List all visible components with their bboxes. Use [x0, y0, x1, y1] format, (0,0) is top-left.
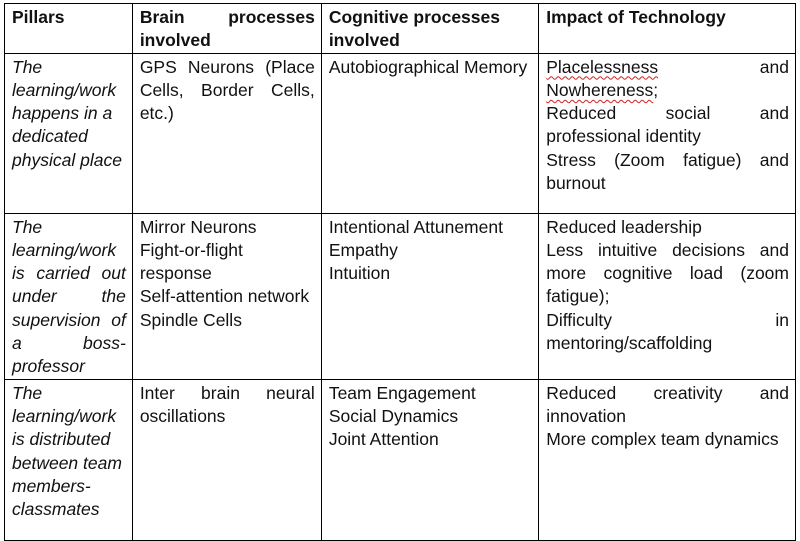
cognitive-item: Team Engagement — [328, 382, 476, 403]
brain-item: Mirror Neurons — [139, 216, 257, 237]
header-brain-processes: Brain processes involved — [131, 3, 322, 54]
cognitive-item: Joint Attention — [328, 429, 439, 450]
impact-cell: Reduced leadership Less intuitive decisi… — [538, 212, 796, 380]
impact-cell: Reduced creativity and innovation More c… — [538, 378, 796, 541]
cognitive-item: Empathy — [328, 239, 398, 260]
brain-cell: Mirror Neurons Fight-or-flight response … — [131, 212, 322, 380]
impact-term-nowhereness: Nowhereness — [546, 79, 654, 100]
brain-item: Inter brain neural oscillations — [139, 382, 315, 426]
cognitive-item: Social Dynamics — [328, 405, 459, 426]
impact-line: Placelessness and — [546, 56, 789, 79]
impact-line: Nowhereness; — [546, 79, 789, 102]
cognitive-item: Intentional Attunement — [328, 216, 503, 237]
cognitive-cell: Intentional Attunement Empathy Intuition — [320, 212, 540, 380]
impact-item: Reduced social and professional identity — [546, 103, 789, 147]
brain-item: Spindle Cells — [139, 309, 242, 330]
pillar-cell: The learning/work happens in a dedicated… — [4, 52, 133, 214]
brain-item: Self-attention network — [139, 286, 310, 307]
pillar-cell: The learning/work is carried out under t… — [4, 212, 133, 380]
impact-punctuation: ; — [653, 79, 659, 100]
impact-cell: Placelessness and Nowhereness; Reduced s… — [538, 52, 796, 214]
impact-conjunction: and — [759, 56, 789, 77]
header-row: Pillars Brain processes involved Cogniti… — [4, 3, 796, 54]
impact-item: Reduced leadership — [546, 216, 702, 237]
cognitive-cell: Autobiographical Memory — [320, 52, 540, 214]
impact-term-placelessness: Placelessness — [546, 56, 659, 77]
header-impact-of-technology: Impact of Technology — [538, 3, 796, 54]
impact-item: More complex team dynamics — [546, 429, 779, 450]
brain-cell: Inter brain neural oscillations — [131, 378, 322, 541]
header-pillars: Pillars — [4, 3, 133, 54]
brain-cell: GPS Neurons (Place Cells, Border Cells, … — [131, 52, 322, 214]
pillar-cell: The learning/work is distributed between… — [4, 378, 133, 541]
header-cognitive-processes: Cognitive processes involved — [320, 3, 540, 54]
table-row: The learning/work is carried out under t… — [4, 212, 796, 380]
cognitive-item: Intuition — [328, 263, 391, 284]
impact-item: Difficulty in mentoring/scaffolding — [546, 309, 789, 354]
table-row: The learning/work is distributed between… — [4, 378, 796, 541]
brain-item: Fight-or-flight response — [139, 239, 243, 284]
pillars-table: Pillars Brain processes involved Cogniti… — [4, 3, 796, 541]
cognitive-item: Autobiographical Memory — [328, 56, 528, 77]
impact-item: Stress (Zoom fatigue) and burnout — [546, 149, 789, 194]
impact-item: Reduced creativity and innovation — [546, 382, 789, 426]
cognitive-cell: Team Engagement Social Dynamics Joint At… — [320, 378, 540, 541]
table-row: The learning/work happens in a dedicated… — [4, 52, 796, 214]
impact-item: Less intuitive decisions and more cognit… — [546, 239, 789, 307]
